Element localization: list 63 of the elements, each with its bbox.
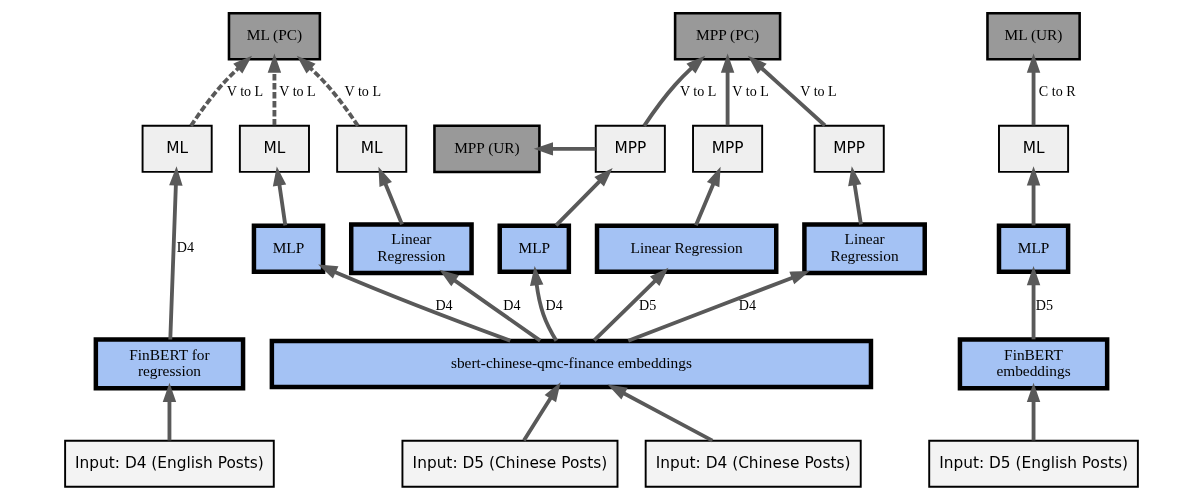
edge-label: D4: [435, 296, 453, 313]
arrow: [533, 142, 596, 156]
arrow: [694, 166, 721, 227]
node-box: MPP (UR): [433, 124, 541, 174]
edge-label: D4: [545, 296, 563, 313]
node-box: FinBERT embeddings: [957, 337, 1110, 391]
edge-label: D5: [638, 296, 657, 313]
node-box: Input: D4 (English Posts): [64, 439, 275, 488]
node-box: MLP: [251, 223, 326, 274]
edge-label: C to R: [1038, 83, 1076, 100]
edge-label: D4: [738, 296, 757, 313]
arrow: [642, 55, 706, 127]
arrow: [592, 267, 669, 342]
arrow: [627, 271, 810, 343]
arrow: [522, 382, 561, 442]
arrow: [267, 53, 282, 126]
arrow: [530, 266, 558, 342]
node-box: MPP: [813, 124, 885, 173]
node-box: Input: D4 (Chinese Posts): [644, 439, 862, 488]
node-box: ML: [141, 124, 213, 173]
node-box: MLP: [996, 223, 1071, 274]
node-box: ML: [998, 124, 1070, 173]
arrow: [162, 382, 177, 441]
edge-label: D4: [176, 239, 195, 256]
edge-label: V to L: [800, 83, 837, 100]
node-box: MPP: [594, 124, 666, 173]
edge-label: D5: [1035, 296, 1054, 313]
node-box: Linear Regression: [802, 222, 927, 276]
edge-label: D4: [503, 296, 521, 313]
edge-label: V to L: [679, 83, 717, 100]
arrow: [607, 384, 714, 443]
node-box: MPP (PC): [673, 11, 782, 61]
arrow: [189, 55, 253, 127]
arrow: [1026, 382, 1041, 441]
arrow: [747, 55, 827, 127]
node-box: MPP: [692, 124, 764, 173]
arrow: [848, 166, 863, 225]
edge-label: V to L: [732, 83, 769, 100]
arrow: [1026, 265, 1041, 340]
node-box: Input: D5 (Chinese Posts): [401, 439, 619, 488]
arrow: [554, 168, 613, 227]
arrow: [439, 269, 542, 343]
edge-label: V to L: [344, 83, 382, 100]
arrow: [168, 166, 183, 340]
node-box: ML (UR): [986, 11, 1081, 61]
arrow: [272, 166, 288, 226]
node-box: FinBERT for regression: [93, 337, 246, 391]
arrow: [1026, 166, 1041, 226]
node-box: Input: D5 (English Posts): [928, 439, 1139, 488]
node-box: Linear Regression: [594, 223, 779, 274]
node-box: ML: [336, 124, 408, 173]
arrow: [720, 53, 735, 126]
arrow: [318, 264, 511, 343]
node-box: MLP: [497, 223, 572, 274]
arrow: [296, 55, 360, 127]
arrow: [378, 166, 404, 226]
edge-label: V to L: [279, 83, 316, 100]
node-box: ML: [238, 124, 310, 173]
node-box: ML (PC): [227, 11, 322, 61]
node-box: sbert-chinese-qmc-finance embeddings: [269, 338, 874, 390]
edge-label: V to L: [226, 83, 264, 100]
node-box: Linear Regression: [349, 222, 474, 276]
arrow: [1026, 53, 1041, 126]
